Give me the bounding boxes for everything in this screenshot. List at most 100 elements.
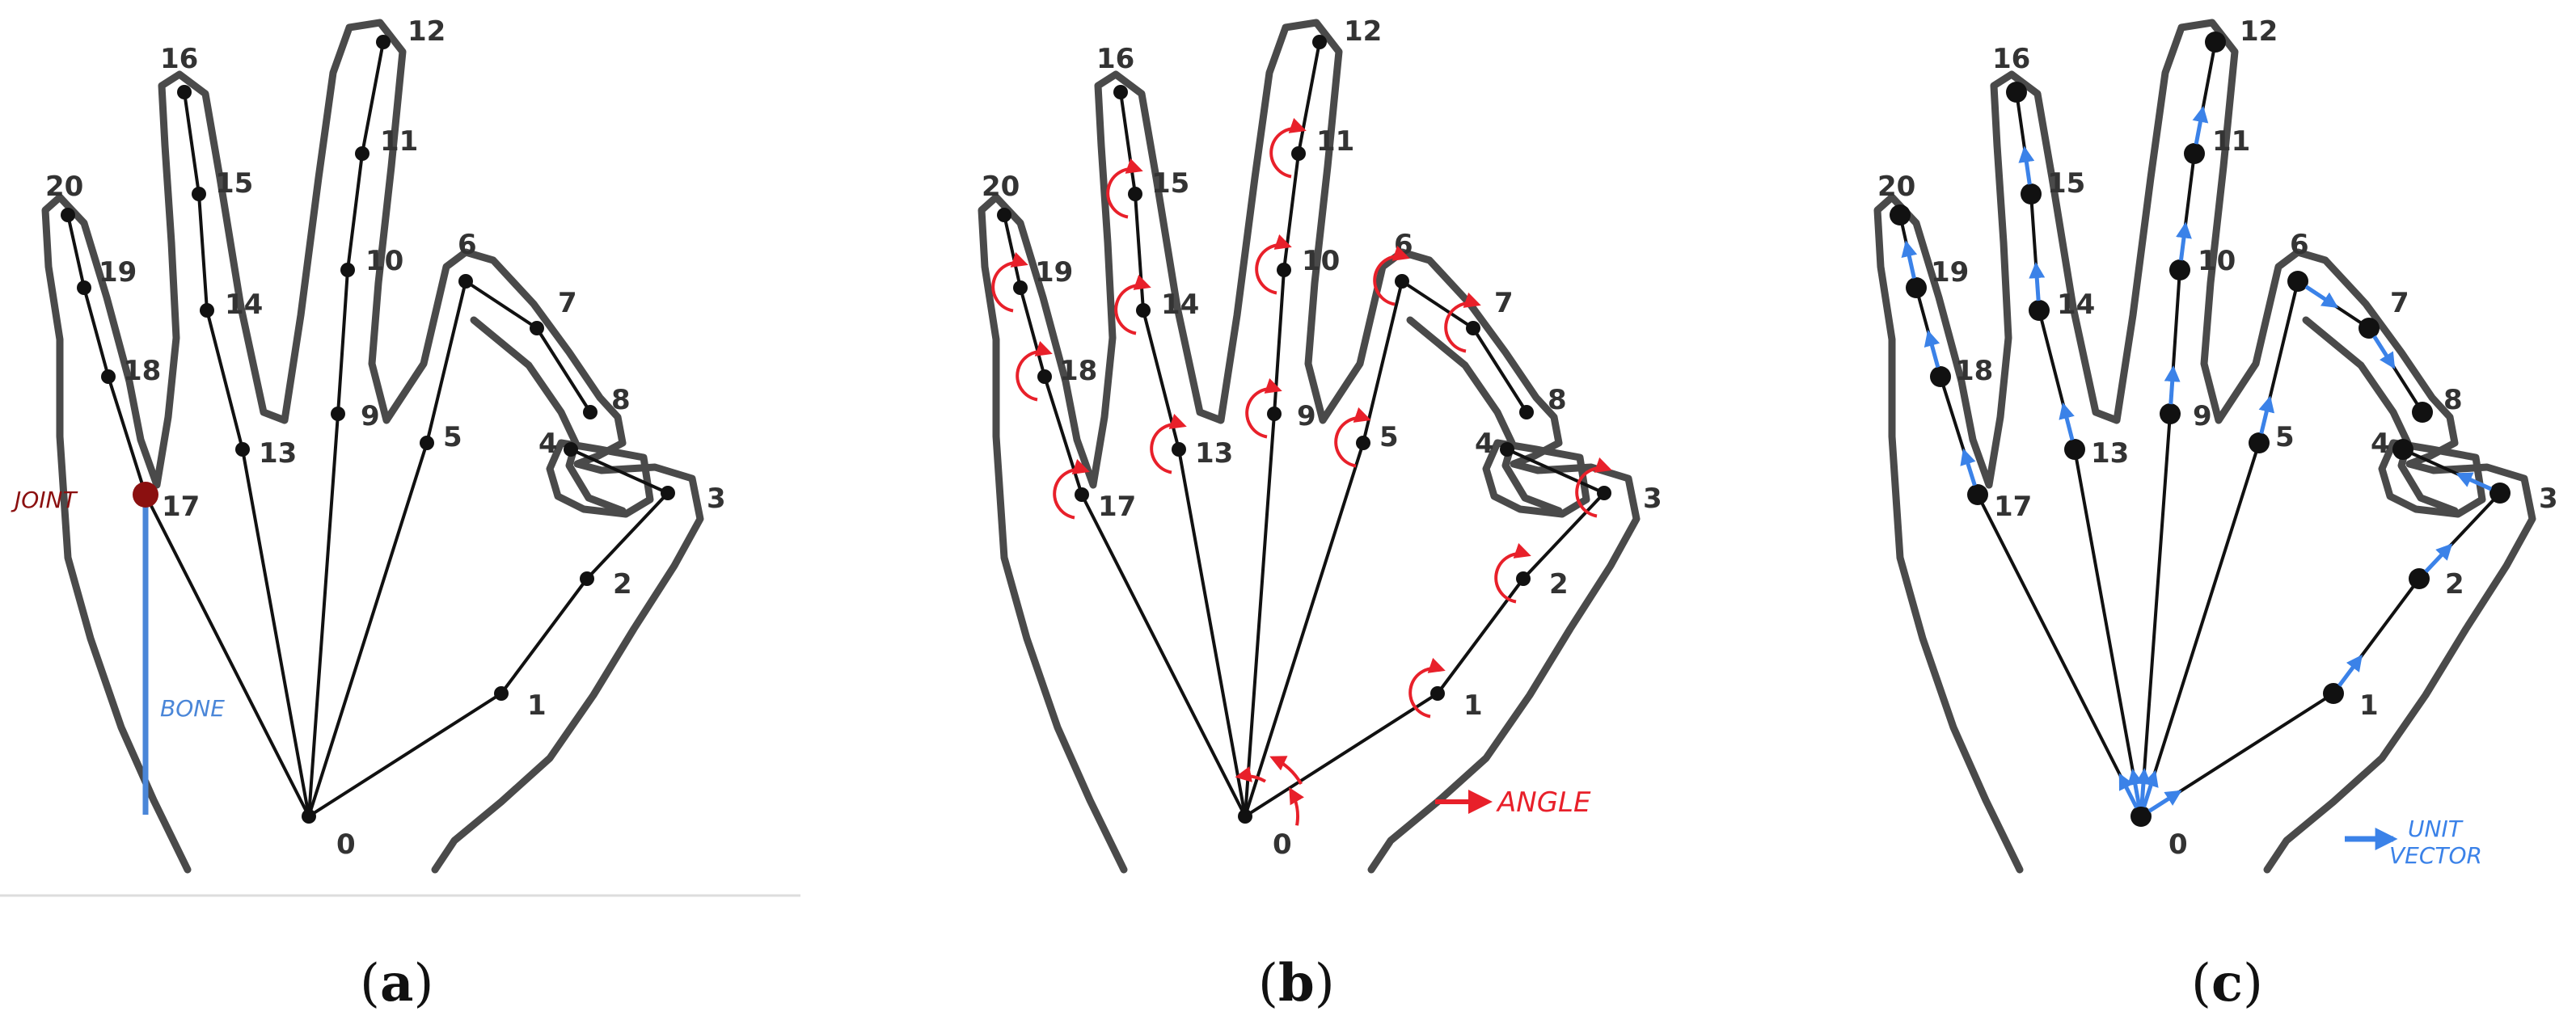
bone-a-0-5	[307, 441, 429, 818]
joint-b-6	[1395, 274, 1409, 289]
bone-b-14-15	[1134, 192, 1145, 312]
bone-a-9-10	[336, 268, 349, 415]
joint-number-c-6: 6	[2290, 229, 2309, 261]
angle-arc-14	[1114, 274, 1151, 335]
joint-a-7	[530, 321, 544, 335]
unit-vector-2-3	[2424, 543, 2453, 573]
joint-a-9	[331, 407, 345, 421]
joint-b-10	[1277, 263, 1291, 277]
joint-number-b-18: 18	[1059, 355, 1097, 387]
joint-number-c-9: 9	[2193, 400, 2212, 432]
hand-outline-c	[1873, 19, 2536, 874]
joint-c-13	[2064, 439, 2085, 460]
joint-number-c-4: 4	[2371, 428, 2390, 460]
joint-number-c-0: 0	[2168, 828, 2188, 861]
joint-number-b-7: 7	[1494, 287, 1514, 319]
hand-outline-b-thumb-tip	[1482, 439, 1590, 518]
bone-b-2-3	[1522, 491, 1606, 580]
joint-number-a-6: 6	[458, 229, 477, 261]
joint-number-c-13: 13	[2091, 437, 2129, 470]
unit-vector-9-10	[2164, 365, 2181, 405]
joint-b-15	[1128, 187, 1142, 201]
joint-b-7	[1466, 321, 1480, 335]
joint-a-20	[61, 208, 75, 222]
joint-number-a-2: 2	[613, 568, 632, 601]
joint-number-c-1: 1	[2359, 689, 2379, 722]
joint-number-b-11: 11	[1316, 125, 1354, 158]
joint-a-12	[376, 35, 391, 49]
unit-vector-0-17	[2118, 773, 2139, 809]
joint-number-a-13: 13	[259, 437, 297, 470]
bone-b-0-9	[1244, 412, 1276, 818]
joint-c-0	[2130, 806, 2152, 827]
unit-vector-7-8	[2372, 335, 2396, 369]
joint-c-11	[2184, 143, 2205, 164]
joint-a-8	[583, 405, 598, 419]
joint-number-a-3: 3	[707, 483, 726, 515]
bone-b-10-11	[1282, 152, 1300, 272]
joint-number-c-10: 10	[2198, 245, 2236, 277]
angle-arc-9	[1245, 377, 1282, 439]
unit-vector-10-11	[2176, 221, 2192, 261]
joint-c-10	[2169, 259, 2190, 280]
bone-a-3-4	[569, 448, 669, 495]
joint-number-b-0: 0	[1273, 828, 1292, 861]
joint-b-19	[1013, 280, 1028, 295]
joint-number-c-14: 14	[2057, 289, 2095, 321]
joint-number-b-2: 2	[1549, 568, 1569, 601]
bone-b-7-8	[1472, 327, 1528, 414]
unit-vector-13-14	[2059, 402, 2075, 440]
joint-number-c-18: 18	[1955, 355, 1993, 387]
bone-a-0-13	[241, 448, 310, 818]
joint-a-19	[77, 280, 91, 295]
joint-number-a-1: 1	[527, 689, 547, 722]
bone-b-0-5	[1244, 441, 1365, 818]
angle-arc-2	[1494, 542, 1531, 604]
joint-a-4	[564, 442, 578, 457]
joints-a	[61, 35, 675, 824]
caption-b: (b)	[1258, 953, 1335, 1014]
joint-number-a-14: 14	[225, 289, 263, 321]
joint-number-a-5: 5	[443, 421, 462, 453]
bone-a-10-11	[346, 152, 364, 272]
unit-vector-legend: UNIT VECTOR	[2345, 816, 2482, 869]
joint-number-b-5: 5	[1379, 421, 1399, 453]
joint-number-b-8: 8	[1548, 384, 1567, 416]
unit-vector-0-13	[2127, 768, 2143, 807]
joint-a-6	[458, 274, 473, 289]
joint-b-11	[1291, 146, 1306, 161]
bones-b	[1003, 40, 1606, 818]
unit-vector-11-12	[2192, 106, 2209, 145]
joint-b-17	[1075, 487, 1089, 502]
bone-a-19-20	[66, 213, 86, 289]
joint-number-c-17: 17	[1994, 491, 2032, 523]
joint-a-15	[192, 187, 206, 201]
joint-a-5	[420, 436, 434, 450]
joint-number-c-7: 7	[2390, 287, 2409, 319]
bone-a-5-6	[425, 280, 467, 445]
joint-a-2	[580, 571, 594, 586]
unit-vector-3-4	[2456, 472, 2493, 491]
angle-arc-wrist-0	[1235, 766, 1266, 783]
joint-number-a-11: 11	[380, 125, 418, 158]
bone-b-1-2	[1436, 577, 1525, 695]
joint-c-3	[2489, 483, 2511, 504]
unit-vector-0-9	[2135, 768, 2152, 807]
bone-a-7-8	[535, 327, 592, 414]
angle-label: ANGLE	[1496, 786, 1591, 819]
joints-c	[1890, 32, 2511, 827]
angle-arc-wrist-1	[1269, 756, 1303, 786]
angle-arc-10	[1255, 234, 1292, 295]
bone-c-0-5	[2139, 441, 2261, 818]
bone-c-0-9	[2139, 412, 2172, 818]
joint-b-8	[1519, 405, 1534, 419]
bone-a-13-14	[205, 309, 244, 451]
unit-vector-label-line1: UNIT	[2408, 816, 2464, 842]
joint-c-9	[2160, 403, 2181, 424]
joint-label: JOINT	[11, 487, 78, 513]
bone-b-11-12	[1297, 40, 1321, 155]
angle-arcs	[991, 117, 1612, 826]
joint-c-14	[2029, 300, 2050, 321]
